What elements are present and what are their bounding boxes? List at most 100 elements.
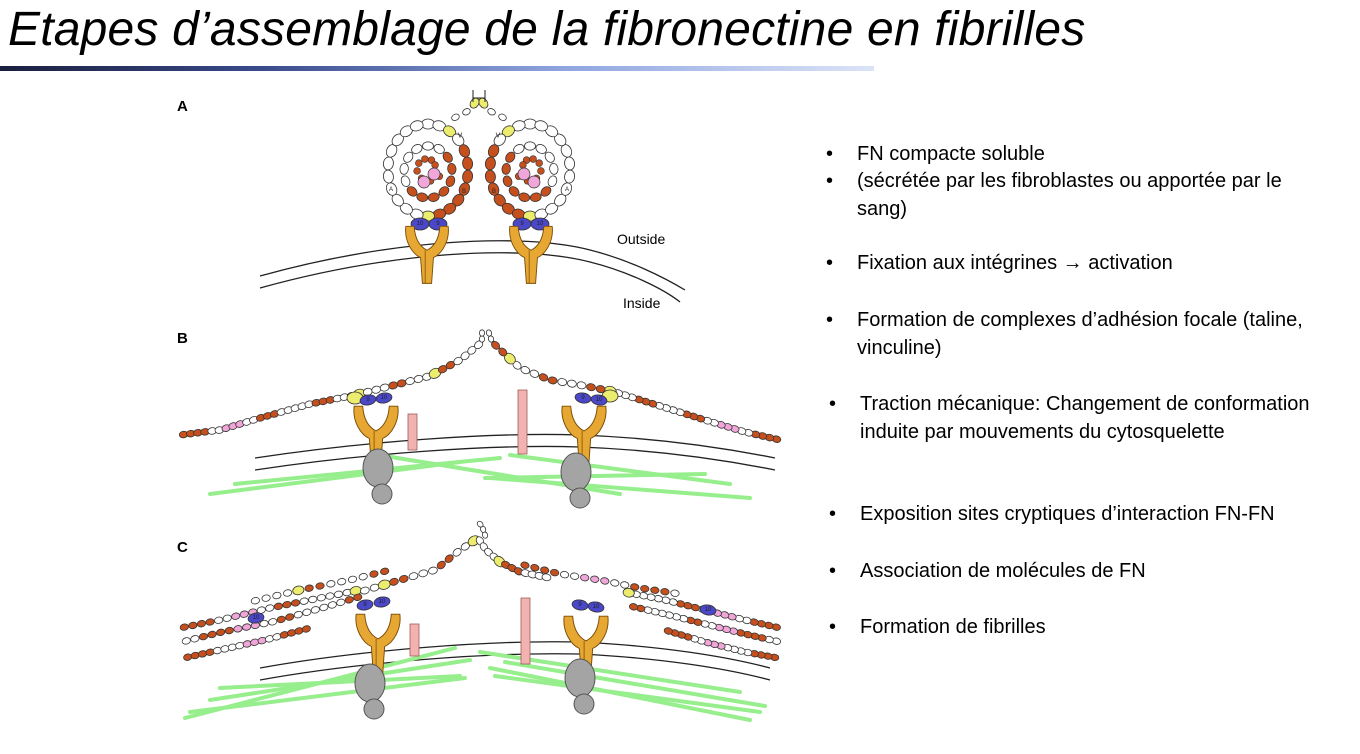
bullet-item: •(sécrétée par les fibroblastes ou appor… [826, 167, 1336, 223]
adaptor-protein-small [363, 698, 385, 720]
fn-module [233, 625, 243, 633]
fn-module-label-b: B [462, 189, 466, 195]
fn-module [549, 162, 559, 175]
fn-module [567, 379, 577, 388]
fn-module [498, 113, 507, 121]
integrin-subunit [353, 405, 399, 466]
fn-module [564, 169, 576, 184]
fn-module [452, 548, 462, 557]
fn-module [319, 603, 329, 612]
adaptor-protein-small [569, 487, 591, 509]
fn-module [205, 618, 215, 626]
fn-module-small [415, 159, 423, 167]
fn-module-label-a: A [565, 187, 569, 193]
outer-membrane-a [259, 240, 686, 291]
bullet-item: •Association de molécules de FN [829, 557, 1339, 585]
bullet-text: Formation de complexes d’adhésion focale… [857, 309, 1303, 359]
fn-module [411, 144, 423, 154]
fn-module [400, 175, 411, 187]
fn-module [396, 379, 407, 388]
fn-module [388, 381, 398, 390]
fn-module [540, 566, 550, 574]
fn-module [484, 169, 496, 184]
fn-module [590, 394, 608, 406]
fn-module [242, 623, 252, 631]
fn-module-small [535, 159, 543, 167]
fn-module [416, 192, 429, 202]
fn-module [547, 175, 558, 187]
fn-module-label-v: V [458, 133, 463, 140]
bullet-marker: • [826, 252, 834, 274]
panel-b-letter: B [177, 330, 188, 347]
fn-module-small [431, 161, 439, 169]
bullet-item: •Traction mécanique: Changement de confo… [829, 390, 1339, 446]
talin-bar [407, 413, 418, 451]
fn-module [406, 186, 418, 197]
talin-bar [517, 389, 528, 455]
title-underline [0, 66, 874, 71]
fn-module [360, 586, 370, 595]
fn-module-small [529, 155, 537, 163]
integrin-subunit [561, 405, 607, 466]
talin-bar [520, 597, 531, 665]
fn-module [587, 601, 605, 613]
actin-filament [483, 472, 707, 480]
fn-module [373, 596, 391, 608]
fn-module [484, 156, 496, 171]
fn-module [478, 97, 489, 109]
actin-filament [183, 646, 457, 720]
fn-module [327, 601, 337, 609]
fn-module [513, 144, 525, 154]
fn-module [304, 584, 314, 592]
fn-module [421, 118, 435, 130]
fn-module [518, 192, 531, 202]
fn-module-label-10: 10 [381, 395, 388, 401]
fn-module-label-9: 9 [363, 602, 367, 608]
fn-module [595, 385, 606, 394]
bullet-text: Formation de fibrilles [860, 616, 1046, 638]
fn-module [550, 568, 560, 577]
fn-module [336, 598, 346, 607]
fn-module [408, 572, 419, 581]
fn-module-label-9: 9 [366, 397, 370, 403]
bullet-text: Association de molécules de FN [860, 560, 1146, 582]
fn-module [557, 378, 568, 386]
fn-module [379, 383, 390, 392]
integrin-subunit [509, 225, 553, 284]
slide-title: Etapes d’assemblage de la fibronectine e… [8, 3, 1086, 56]
fn-module [283, 589, 293, 597]
bullet-text: (sécrétée par les fibroblastes ou apport… [857, 170, 1282, 220]
fn-module [301, 625, 311, 633]
fn-module [179, 623, 189, 631]
fn-module [590, 575, 600, 583]
fn-module [576, 381, 587, 390]
bullet-marker: • [829, 503, 837, 525]
fn-module [398, 575, 409, 583]
fn-module [478, 335, 485, 343]
fn-module [405, 377, 415, 386]
fn-module [231, 612, 241, 620]
fn-module [600, 577, 610, 585]
fn-module [326, 580, 336, 588]
inner-membrane-c [259, 653, 771, 681]
outer-membrane-c [259, 641, 771, 669]
bullet-text: Fixation aux intégrines → activation [857, 252, 1173, 274]
fn-module [207, 630, 217, 639]
inner-membrane-a [259, 252, 681, 303]
fn-module [610, 579, 620, 587]
fn-module [530, 564, 540, 572]
integrin-receptor [405, 225, 449, 284]
actin-filament [488, 476, 752, 500]
fn-module [650, 586, 660, 594]
bullet-text: Exposition sites cryptiques d’interactio… [860, 503, 1275, 525]
actin-filament [493, 674, 762, 714]
fn-module [403, 151, 414, 163]
fn-module [302, 608, 312, 616]
integrin-subunit [405, 225, 449, 284]
fn-module [564, 156, 576, 171]
fn-module [333, 590, 344, 598]
fn-module [629, 603, 639, 611]
fn-module [462, 156, 474, 171]
fn-module [299, 597, 309, 605]
fn-module [356, 599, 374, 611]
